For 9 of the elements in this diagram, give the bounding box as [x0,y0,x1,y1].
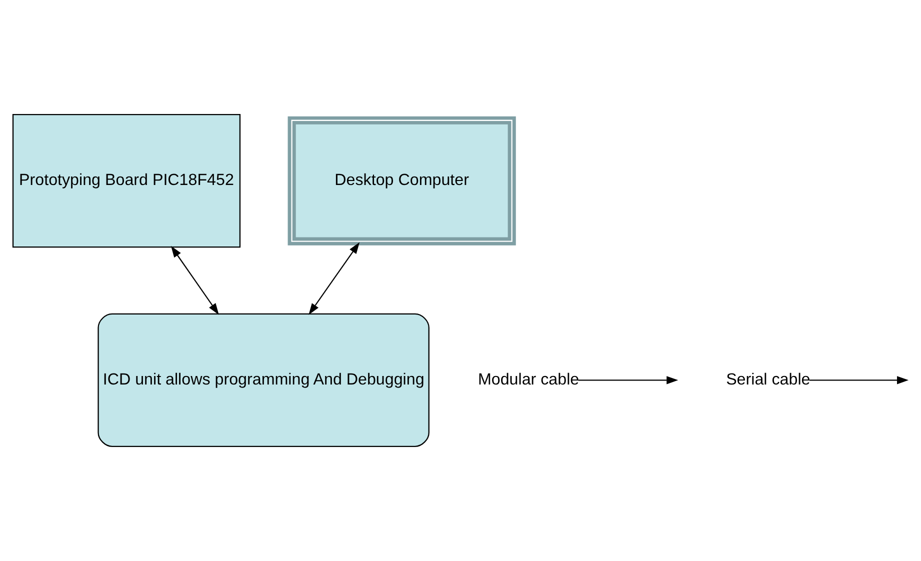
arrow [308,242,360,315]
arrow [578,376,678,384]
node-box: ICD unit allows programming And Debugging [98,313,430,447]
arrow [170,246,219,315]
arrow [810,376,909,384]
node-box: Prototyping Board PIC18F452 [12,114,241,248]
node-box: Desktop Computer [288,116,516,246]
node-text: Modular cable [478,370,580,388]
node-text: Serial cable [726,370,810,388]
